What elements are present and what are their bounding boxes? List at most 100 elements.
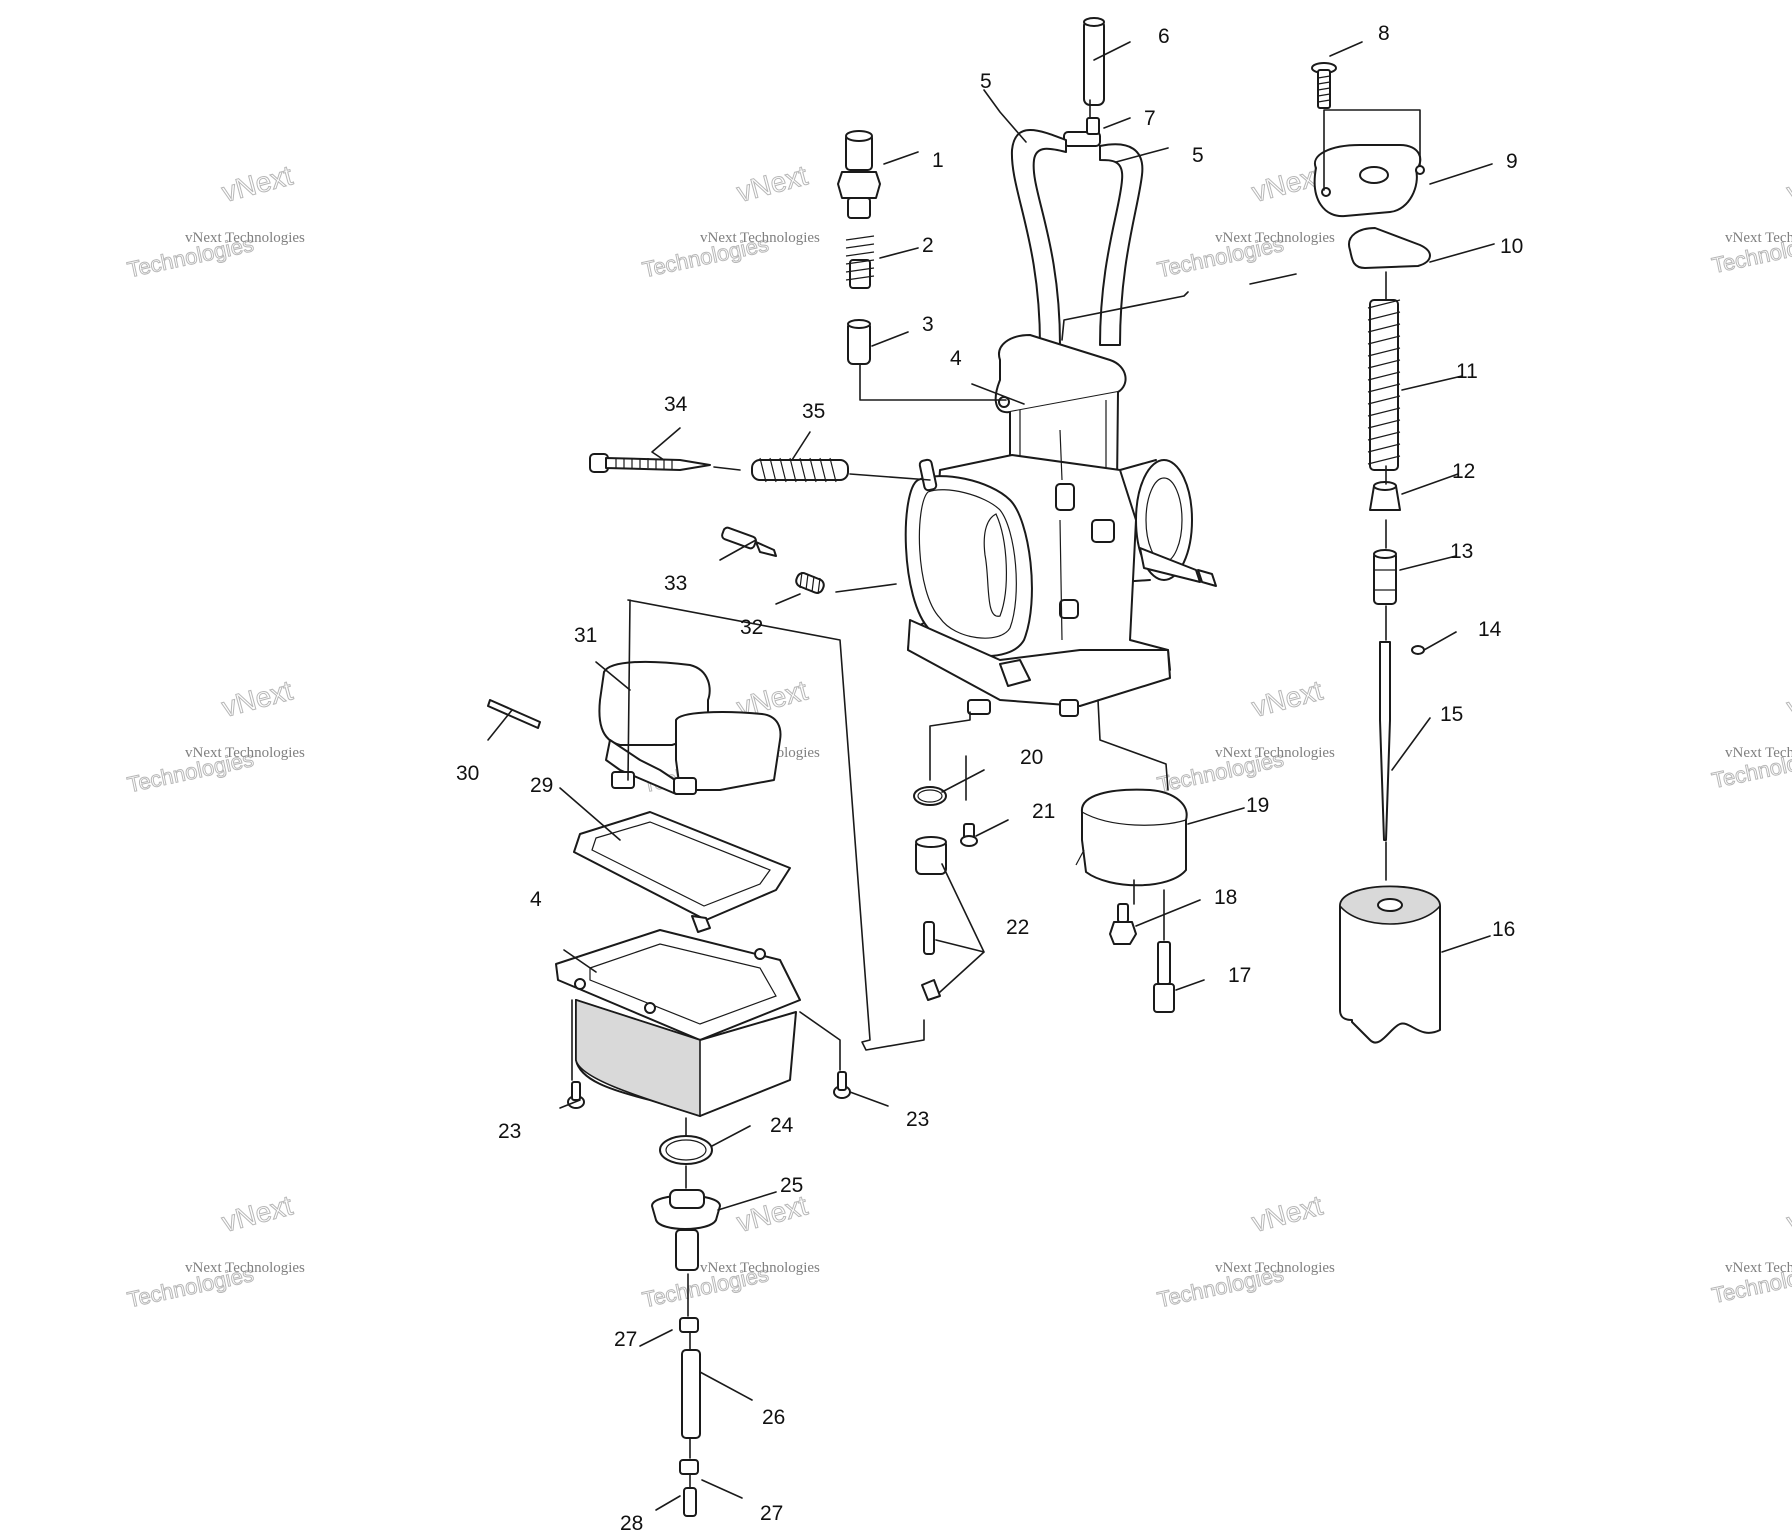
callout-27-top: 27 [614, 1328, 637, 1351]
callout-21: 21 [1032, 800, 1055, 823]
callout-32: 32 [740, 616, 763, 639]
part-10-gasket [1348, 227, 1431, 269]
part-3-plunger [847, 319, 871, 365]
watermark-text: vNext Technologies [1215, 230, 1335, 246]
part-20-o-ring [913, 786, 947, 806]
part-23-screw-right [833, 1071, 851, 1099]
part-24-o-ring [659, 1135, 713, 1165]
part-5-vent-hoses [1010, 129, 1144, 346]
part-16-throttle-slide [1339, 885, 1441, 1044]
callout-12: 12 [1452, 460, 1475, 483]
callout-23-right: 23 [906, 1108, 929, 1131]
watermark: vNext vNext Technologies Technologies [125, 159, 306, 283]
callout-29: 29 [530, 774, 553, 797]
callout-25: 25 [780, 1174, 803, 1197]
part-26-tube [681, 1349, 701, 1439]
callout-5-left: 5 [980, 70, 992, 93]
part-14-clip [1411, 645, 1425, 655]
part-2-spring [845, 235, 875, 289]
watermark: vNext vNext Technologies Technologies [1709, 159, 1792, 279]
watermark: vNext vNext Technologies Technologies [1709, 674, 1792, 794]
callout-2: 2 [922, 234, 934, 257]
watermark-text: vNext Technologies [185, 230, 305, 246]
callout-27-bottom: 27 [760, 1502, 783, 1525]
watermark-layer: vNext vNext Technologies Technologies vN… [125, 159, 1792, 1313]
callout-24: 24 [770, 1114, 794, 1137]
part-6-vent-tube [1083, 17, 1105, 106]
callout-34: 34 [664, 393, 688, 416]
watermark: vNext vNext Technologies Technologies [640, 159, 821, 283]
part-1-fitting [837, 130, 881, 219]
callout-13: 13 [1450, 540, 1473, 563]
callout-5-right: 5 [1192, 144, 1204, 167]
watermark: vNext vNext Technologies Technologies [1155, 159, 1336, 283]
part-7-t-fitting [1063, 117, 1101, 147]
callout-1: 1 [932, 149, 944, 172]
part-27-nut-bottom [679, 1459, 699, 1475]
part-31-float [598, 660, 782, 795]
callout-11: 11 [1456, 360, 1478, 383]
callout-16: 16 [1492, 918, 1515, 941]
watermark-vnext: vNext [1784, 159, 1792, 208]
watermark-vnext: vNext [734, 159, 811, 208]
part-34-idle-screw [589, 453, 711, 473]
watermark-vnext: vNext [1784, 1189, 1792, 1238]
watermark: vNext vNext Technologies Technologies [1709, 1189, 1792, 1309]
watermark-vnext: vNext [219, 159, 296, 208]
callout-7: 7 [1144, 107, 1156, 130]
part-30-float-pin [487, 699, 541, 729]
callout-26: 26 [762, 1406, 785, 1429]
watermark-vnext: vNext [1249, 1189, 1326, 1238]
part-4-float-bowl [555, 929, 801, 1118]
callout-35: 35 [802, 400, 825, 423]
watermark-vnext: vNext [1784, 674, 1792, 723]
callout-3: 3 [922, 313, 934, 336]
callout-33: 33 [664, 572, 687, 595]
part-29-gasket [573, 811, 791, 933]
watermark-vnext: vNext [1249, 674, 1326, 723]
leader-lines [487, 41, 1495, 1511]
part-32-spring [795, 571, 825, 595]
callout-4-bowl: 4 [530, 888, 542, 911]
callout-15: 15 [1440, 703, 1463, 726]
callout-23-left: 23 [498, 1120, 521, 1143]
part-27-nut-top [679, 1317, 699, 1333]
callout-19: 19 [1246, 794, 1269, 817]
callout-14: 14 [1478, 618, 1502, 641]
callout-28: 28 [620, 1512, 643, 1535]
part-11-spring [1367, 299, 1401, 471]
part-19-cap [1075, 788, 1188, 887]
part-33-air-screw [721, 526, 777, 557]
callout-10: 10 [1500, 235, 1523, 258]
watermark-text: vNext Technologies [700, 230, 820, 246]
callout-18: 18 [1214, 886, 1237, 909]
part-9-top-cap [1313, 144, 1425, 218]
watermark-text: vNext Technologies [700, 1260, 820, 1276]
watermark-text: vNext Technologies [1725, 745, 1792, 761]
watermark: vNext vNext Technologies Technologies [125, 1189, 306, 1313]
callout-9: 9 [1506, 150, 1518, 173]
watermark-text: vNext Technologies [1725, 1260, 1792, 1276]
part-13-holder [1373, 549, 1397, 605]
callout-labels: 1 2 3 4 4 5 5 6 7 8 9 10 11 12 13 14 15 … [456, 22, 1523, 1535]
watermark-text: vNext Technologies [1215, 745, 1335, 761]
watermark: vNext vNext Technologies Technologies [1155, 1189, 1336, 1313]
watermark-text: vNext Technologies [1725, 230, 1792, 246]
watermark-vnext: vNext [219, 674, 296, 723]
part-8-screw [1311, 62, 1337, 109]
part-21-screw [960, 823, 978, 847]
part-28-jet [683, 1487, 697, 1517]
watermark-text: vNext Technologies [185, 1260, 305, 1276]
callout-20: 20 [1020, 746, 1043, 769]
callout-22: 22 [1006, 916, 1029, 939]
callout-31: 31 [574, 624, 597, 647]
callout-4-top: 4 [950, 347, 962, 370]
part-22-needle-valve [915, 836, 947, 1001]
part-12-spring-seat [1369, 481, 1401, 511]
watermark: vNext vNext Technologies Technologies [1155, 674, 1336, 798]
watermark-text: vNext Technologies [1215, 1260, 1335, 1276]
part-18-jet [1109, 903, 1137, 945]
callout-6: 6 [1158, 25, 1170, 48]
part-17-pilot-jet [1153, 941, 1175, 1013]
